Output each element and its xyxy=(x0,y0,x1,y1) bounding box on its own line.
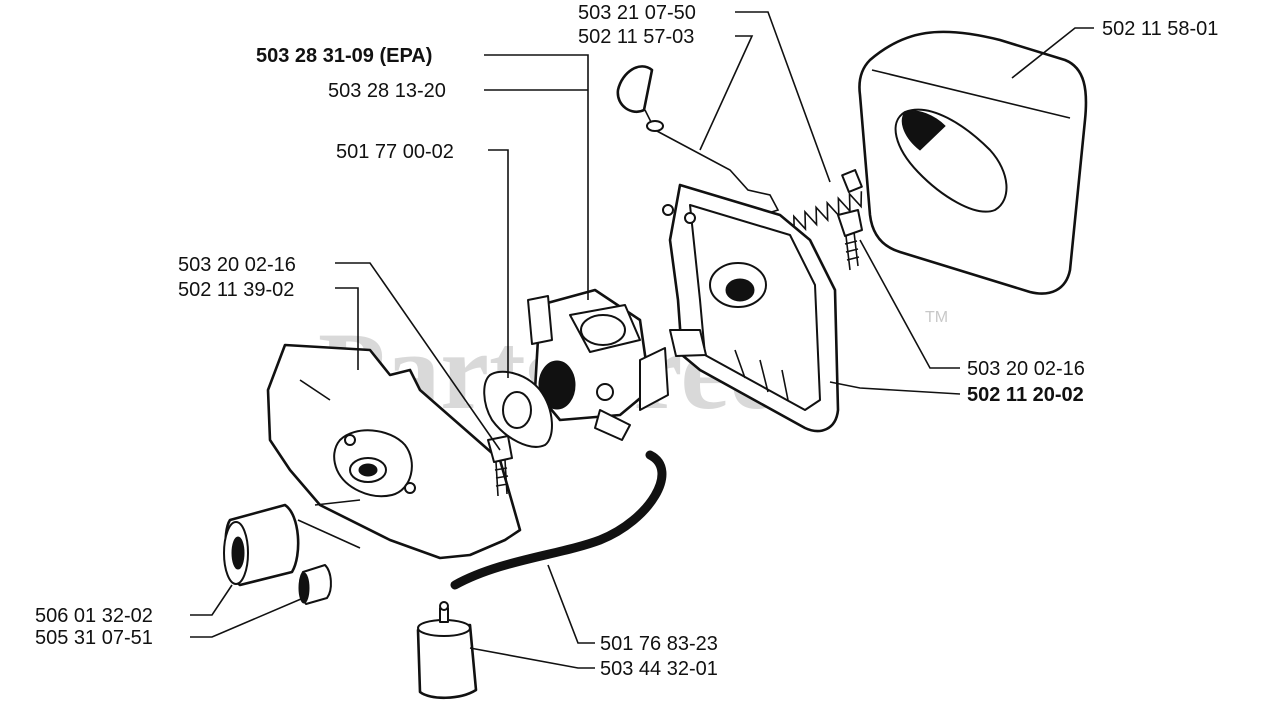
leader-fuel-hose xyxy=(547,564,595,644)
leader-filter xyxy=(1011,27,1094,79)
leader-fuel-filter xyxy=(469,647,595,669)
label-gasket[interactable]: 501 77 00-02 xyxy=(336,141,454,163)
screw-right-part xyxy=(837,209,863,271)
spring-part xyxy=(781,169,863,237)
carburetor-part xyxy=(527,288,669,441)
leader-spring xyxy=(735,11,831,183)
leader-screw-right xyxy=(859,239,960,369)
label-screw-right[interactable]: 503 20 02-16 xyxy=(967,358,1085,380)
choke-rod-part xyxy=(616,65,780,219)
label-adapter-plate[interactable]: 502 11 20-02 xyxy=(967,384,1084,406)
carb-holder-part xyxy=(266,343,522,560)
air-filter-part xyxy=(858,30,1088,295)
label-carb-holder[interactable]: 502 11 39-02 xyxy=(178,279,294,301)
leader-sleeve-axis xyxy=(297,519,361,549)
watermark-trademark: TM xyxy=(925,309,948,326)
label-fuel-hose[interactable]: 501 76 83-23 xyxy=(600,633,718,655)
leader-screw-left xyxy=(335,262,501,451)
fuel-hose-part xyxy=(450,450,667,590)
label-air-filter[interactable]: 502 11 58-01 xyxy=(1102,18,1218,40)
leader-plate xyxy=(829,381,961,395)
leader-sleeve xyxy=(190,584,233,616)
label-carburetor[interactable]: 503 28 13-20 xyxy=(328,80,446,102)
fuel-filter-part xyxy=(416,601,478,700)
label-fuel-filter[interactable]: 503 44 32-01 xyxy=(600,658,718,680)
label-sleeve[interactable]: 506 01 32-02 xyxy=(35,605,153,627)
label-choke-rod[interactable]: 502 11 57-03 xyxy=(578,26,694,48)
leader-nipple xyxy=(190,595,309,638)
leader-rod xyxy=(699,35,754,151)
sleeve-part xyxy=(223,503,300,587)
adapter-plate-part xyxy=(662,183,840,433)
label-screw-left[interactable]: 503 20 02-16 xyxy=(178,254,296,276)
leader-holder xyxy=(335,287,359,370)
label-nipple[interactable]: 505 31 07-51 xyxy=(35,627,153,649)
nipple-part xyxy=(298,564,332,605)
leader-carb-epa xyxy=(484,54,589,300)
leader-lines xyxy=(190,11,1094,669)
label-spring[interactable]: 503 21 07-50 xyxy=(578,2,696,24)
label-carburetor-epa[interactable]: 503 28 31-09 (EPA) xyxy=(256,45,432,67)
gasket-part xyxy=(483,370,553,448)
leader-gasket xyxy=(488,149,509,378)
